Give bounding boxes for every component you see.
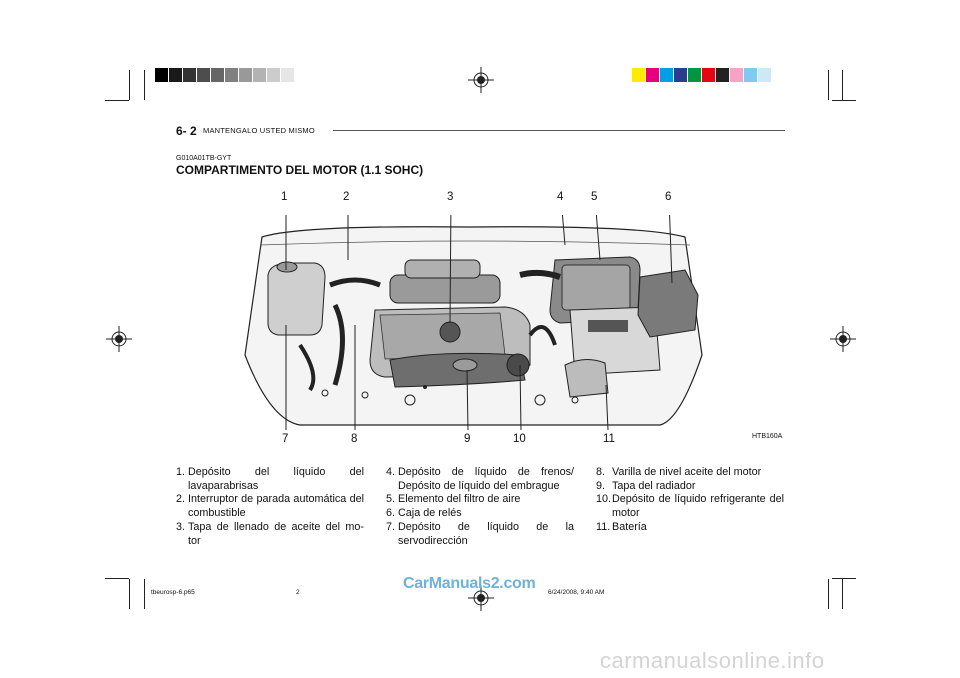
legend-item: 6.Caja de relés — [386, 507, 574, 521]
legend-item-number: 10. — [596, 493, 612, 506]
color-swatch — [646, 68, 660, 82]
footer-page: 2 — [296, 589, 300, 596]
legend-item-number: 1. — [176, 466, 186, 478]
color-swatch — [758, 68, 772, 82]
color-calibration-bar — [632, 68, 772, 82]
color-swatch — [632, 68, 646, 82]
legend-item-number: 4. — [386, 466, 396, 478]
callout-2: 2 — [343, 191, 350, 203]
gray-swatch — [267, 68, 281, 82]
legend-item-text: Depósito de líquido de frenos/ Depósito … — [398, 466, 574, 492]
footer-date: 6/24/2008, 9:40 AM — [548, 589, 605, 596]
engine-compartment-illustration — [244, 215, 703, 430]
legend-item-number: 3. — [176, 520, 186, 533]
figure-id: HTB160A — [752, 433, 783, 440]
legend-item-text: Depósito del líquido del lavaparabrisas — [188, 466, 364, 492]
legend-column-3: 8. Varilla de nivel aceite del motor 9. Tap… — [596, 466, 784, 535]
page-number: 6- 2 — [176, 124, 197, 138]
legend-item: 3.Tapa de llenado de aceite del mo- tor — [176, 521, 364, 548]
color-swatch — [674, 68, 688, 82]
gray-swatch — [183, 68, 197, 82]
registration-mark-left — [106, 326, 132, 352]
page-title: COMPARTIMENTO DEL MOTOR (1.1 SOHC) — [176, 163, 424, 177]
header-rule — [333, 130, 785, 131]
callout-10: 10 — [513, 433, 526, 445]
color-swatch — [744, 68, 758, 82]
legend-column-2: 4.Depósito de líquido de frenos/ Depósit… — [386, 466, 574, 548]
gray-swatch — [239, 68, 253, 82]
legend-item-text: Tapa de llenado de aceite del mo- tor — [188, 520, 364, 547]
callout-8: 8 — [351, 433, 358, 445]
gray-swatch — [197, 68, 211, 82]
legend-item: 10.Depósito de líquido refrigerante del … — [596, 493, 784, 520]
legend-item: 9. Tapa del radiador — [596, 480, 784, 494]
legend-item: 8. Varilla de nivel aceite del motor — [596, 466, 784, 480]
color-swatch — [730, 68, 744, 82]
callout-6: 6 — [665, 191, 672, 203]
legend-item: 7.Depósito de líquido de la servodirecci… — [386, 521, 574, 548]
legend-item-text: Varilla de nivel aceite del motor — [612, 466, 762, 478]
legend-item-number: 5. — [386, 493, 396, 506]
legend-item-number: 9. — [596, 479, 606, 492]
callout-4: 4 — [557, 191, 564, 203]
legend-item: 1.Depósito del líquido del lavaparabrisa… — [176, 466, 364, 493]
legend-item-text: Batería — [612, 520, 647, 533]
color-swatch — [702, 68, 716, 82]
legend-item-text: Interruptor de parada automática del com… — [188, 493, 364, 520]
color-swatch — [716, 68, 730, 82]
legend-item-number: 6. — [386, 507, 396, 520]
color-swatch — [688, 68, 702, 82]
callout-9: 9 — [464, 433, 471, 445]
gray-swatch — [281, 68, 295, 82]
gray-swatch — [253, 68, 267, 82]
legend-item-number: 7. — [386, 520, 396, 533]
gray-swatch — [225, 68, 239, 82]
legend-item-text: Elemento del filtro de aire — [398, 493, 521, 506]
legend-item-number: 2. — [176, 493, 186, 506]
gray-swatch — [169, 68, 183, 82]
legend-item: 11.Batería — [596, 521, 784, 535]
doc-code: G010A01TB-GYT — [176, 155, 232, 162]
callout-5: 5 — [591, 191, 598, 203]
legend-item-number: 8. — [596, 466, 606, 478]
legend-item-text: Depósito de líquido refrigerante del mot… — [612, 493, 784, 520]
legend-item-text: Depósito de líquido de la servodirección — [398, 520, 574, 547]
legend-item: 2.Interruptor de parada automática del c… — [176, 493, 364, 520]
legend-column-1: 1.Depósito del líquido del lavaparabrisa… — [176, 466, 364, 548]
registration-mark-right — [830, 326, 856, 352]
legend-item-text: Caja de relés — [398, 507, 462, 520]
watermark-online[interactable]: carmanualsonline.info — [600, 648, 825, 673]
registration-mark-top — [468, 67, 494, 93]
footer-file: tbeurosp-6.p65 — [151, 589, 195, 596]
color-swatch — [660, 68, 674, 82]
gray-swatch — [211, 68, 225, 82]
section-title: MANTENGALO USTED MISMO — [203, 126, 315, 135]
legend-item-text: Tapa del radiador — [612, 479, 696, 492]
legend-item-number: 11. — [596, 520, 611, 533]
legend-item: 5.Elemento del filtro de aire — [386, 493, 574, 507]
callout-7: 7 — [282, 433, 289, 445]
gray-calibration-bar — [155, 68, 295, 82]
registration-mark-bottom — [468, 585, 494, 611]
legend-item: 4.Depósito de líquido de frenos/ Depósit… — [386, 466, 574, 493]
gray-swatch — [155, 68, 169, 82]
callout-3: 3 — [447, 191, 454, 203]
watermark-carmanuals[interactable]: CarManuals2.com — [403, 575, 536, 592]
callout-1: 1 — [281, 191, 288, 203]
callout-11: 11 — [603, 433, 615, 445]
